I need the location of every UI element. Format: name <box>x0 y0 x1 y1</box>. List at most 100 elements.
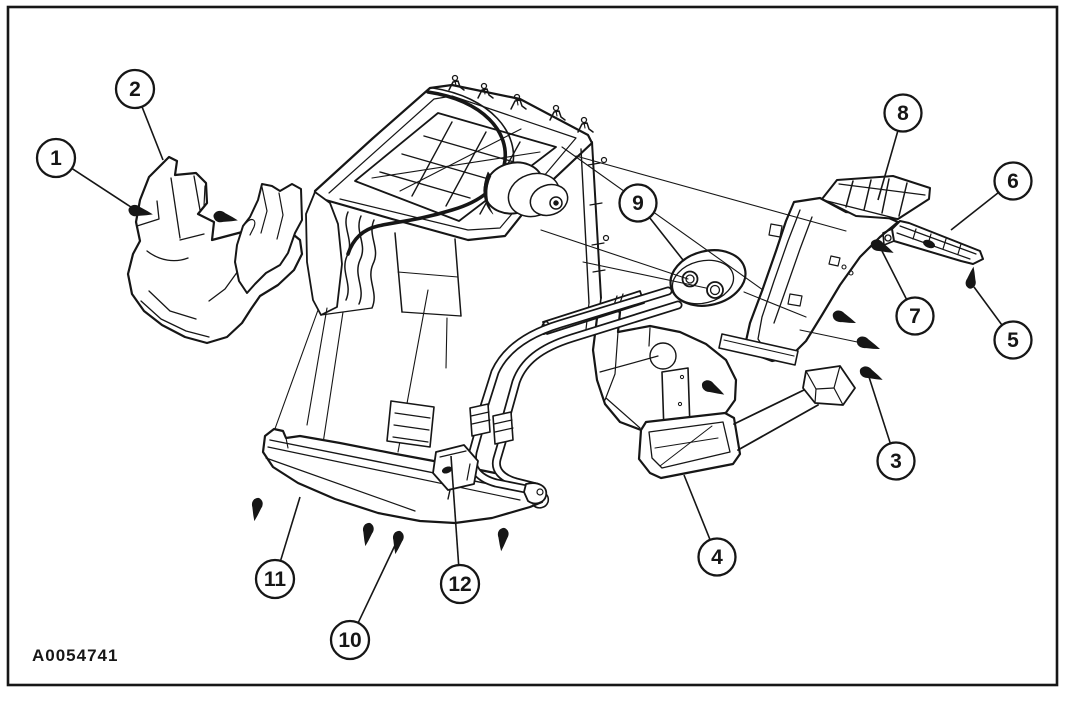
part4-outlet-rim <box>648 421 731 469</box>
part4-endbox <box>802 365 856 406</box>
clip-icon <box>448 80 465 91</box>
part8-foot-strip-line <box>723 339 795 357</box>
housing-rear-rail <box>580 148 590 304</box>
heater-core-fin <box>393 424 430 431</box>
lattice-line <box>379 171 471 199</box>
housing-left-body <box>305 191 343 316</box>
callout-8-circle <box>883 93 923 133</box>
part4-arm-line <box>737 404 819 451</box>
part8-grate <box>821 175 931 220</box>
callout-10-leader <box>357 540 398 624</box>
harness-strap <box>346 90 508 256</box>
clip-pin <box>483 87 486 95</box>
screw-icon <box>965 266 976 289</box>
clip-pin <box>555 109 558 117</box>
part12-bracket-leg <box>447 489 451 500</box>
part2-hook-line <box>203 185 206 207</box>
part2-crease <box>148 290 197 320</box>
tube-fitting <box>469 403 491 437</box>
lattice-line <box>423 135 515 163</box>
align-line <box>540 229 689 280</box>
part12-bracket-line <box>466 463 471 481</box>
heater-core-fin <box>392 436 429 443</box>
part9-grommet-inner <box>671 259 735 305</box>
screw-icon <box>870 239 894 253</box>
screw-icon <box>856 336 881 350</box>
part8-slot <box>828 255 841 267</box>
align-line <box>743 291 807 318</box>
callout-2-circle <box>114 68 156 110</box>
lattice-line <box>411 121 453 197</box>
part4-crease <box>648 327 651 347</box>
part8-hole <box>848 270 854 276</box>
part4-outlet-line <box>654 437 719 449</box>
callout-3-circle <box>876 441 916 481</box>
part8-grate-rim <box>822 199 899 220</box>
part4-rivet <box>679 374 685 380</box>
part4-outlet-box <box>637 411 742 480</box>
foam-seal-squiggle <box>370 219 377 309</box>
part2-step-line <box>136 200 160 227</box>
part9-hole-inner <box>709 284 721 296</box>
part9-hole-inner <box>685 274 695 284</box>
clip-pin <box>454 79 457 87</box>
lattice-line <box>445 131 487 207</box>
part2-channel-line <box>179 233 205 241</box>
callout-5-leader <box>973 286 1003 326</box>
part2-channel-line <box>193 175 201 211</box>
part2-flange-line <box>276 192 284 240</box>
part8-foot-strip <box>718 333 799 366</box>
callout-2-leader <box>141 106 164 161</box>
callout-7-circle <box>895 296 935 336</box>
part2-channel-line <box>170 177 181 239</box>
tube-fitting-rib <box>493 419 513 425</box>
part6-rib <box>957 243 962 255</box>
screw-icon <box>859 366 883 380</box>
clip-bolt-icon <box>580 116 588 124</box>
callout-7-number: 7 <box>909 305 921 328</box>
rail-tick <box>589 202 603 206</box>
part2-flange-line <box>260 186 268 234</box>
part6-hole <box>884 234 892 242</box>
screw-icon <box>701 380 725 395</box>
part2-flange <box>234 183 303 294</box>
figure-id-label: A0054741 <box>32 646 118 665</box>
foam-seal-squiggle <box>357 215 364 305</box>
align-line <box>561 146 764 291</box>
drop-line <box>306 307 328 426</box>
blower-shadow <box>483 171 494 215</box>
lattice-line <box>371 151 541 179</box>
callout-12-circle <box>439 563 481 605</box>
clip-pin <box>516 98 519 106</box>
part11-lip <box>265 457 416 512</box>
callout-8-number: 8 <box>897 102 909 125</box>
callout-6-leader <box>950 191 999 231</box>
part4-outlet-line <box>659 425 713 467</box>
tube-end-hook <box>523 482 548 505</box>
clip-icon <box>577 122 594 133</box>
part8-tab <box>768 223 783 238</box>
callout-12-leader <box>450 455 460 566</box>
callout-4-leader <box>683 474 711 541</box>
clip-icon <box>510 99 527 110</box>
housing-opening <box>354 112 557 222</box>
callout-8-leader <box>877 130 899 201</box>
heater-core-bottom <box>386 400 435 448</box>
part8-grate-bar <box>881 178 890 214</box>
part12-bracket-line <box>439 450 467 458</box>
rail-clip-icon <box>600 156 608 164</box>
heater-core-fin <box>394 412 431 419</box>
callout-9-circle <box>618 183 658 223</box>
tube-fitting-rib <box>470 411 490 417</box>
callout-5-number: 5 <box>1007 329 1019 352</box>
housing-front-line <box>397 271 459 278</box>
callout-4-number: 4 <box>711 546 723 569</box>
part8-grate-bar <box>863 179 872 211</box>
align-line <box>582 261 707 289</box>
part4-crease <box>605 397 641 429</box>
part6-bar-line <box>899 225 977 255</box>
part8-slot <box>787 293 803 307</box>
clip-bolt-icon <box>552 104 560 112</box>
